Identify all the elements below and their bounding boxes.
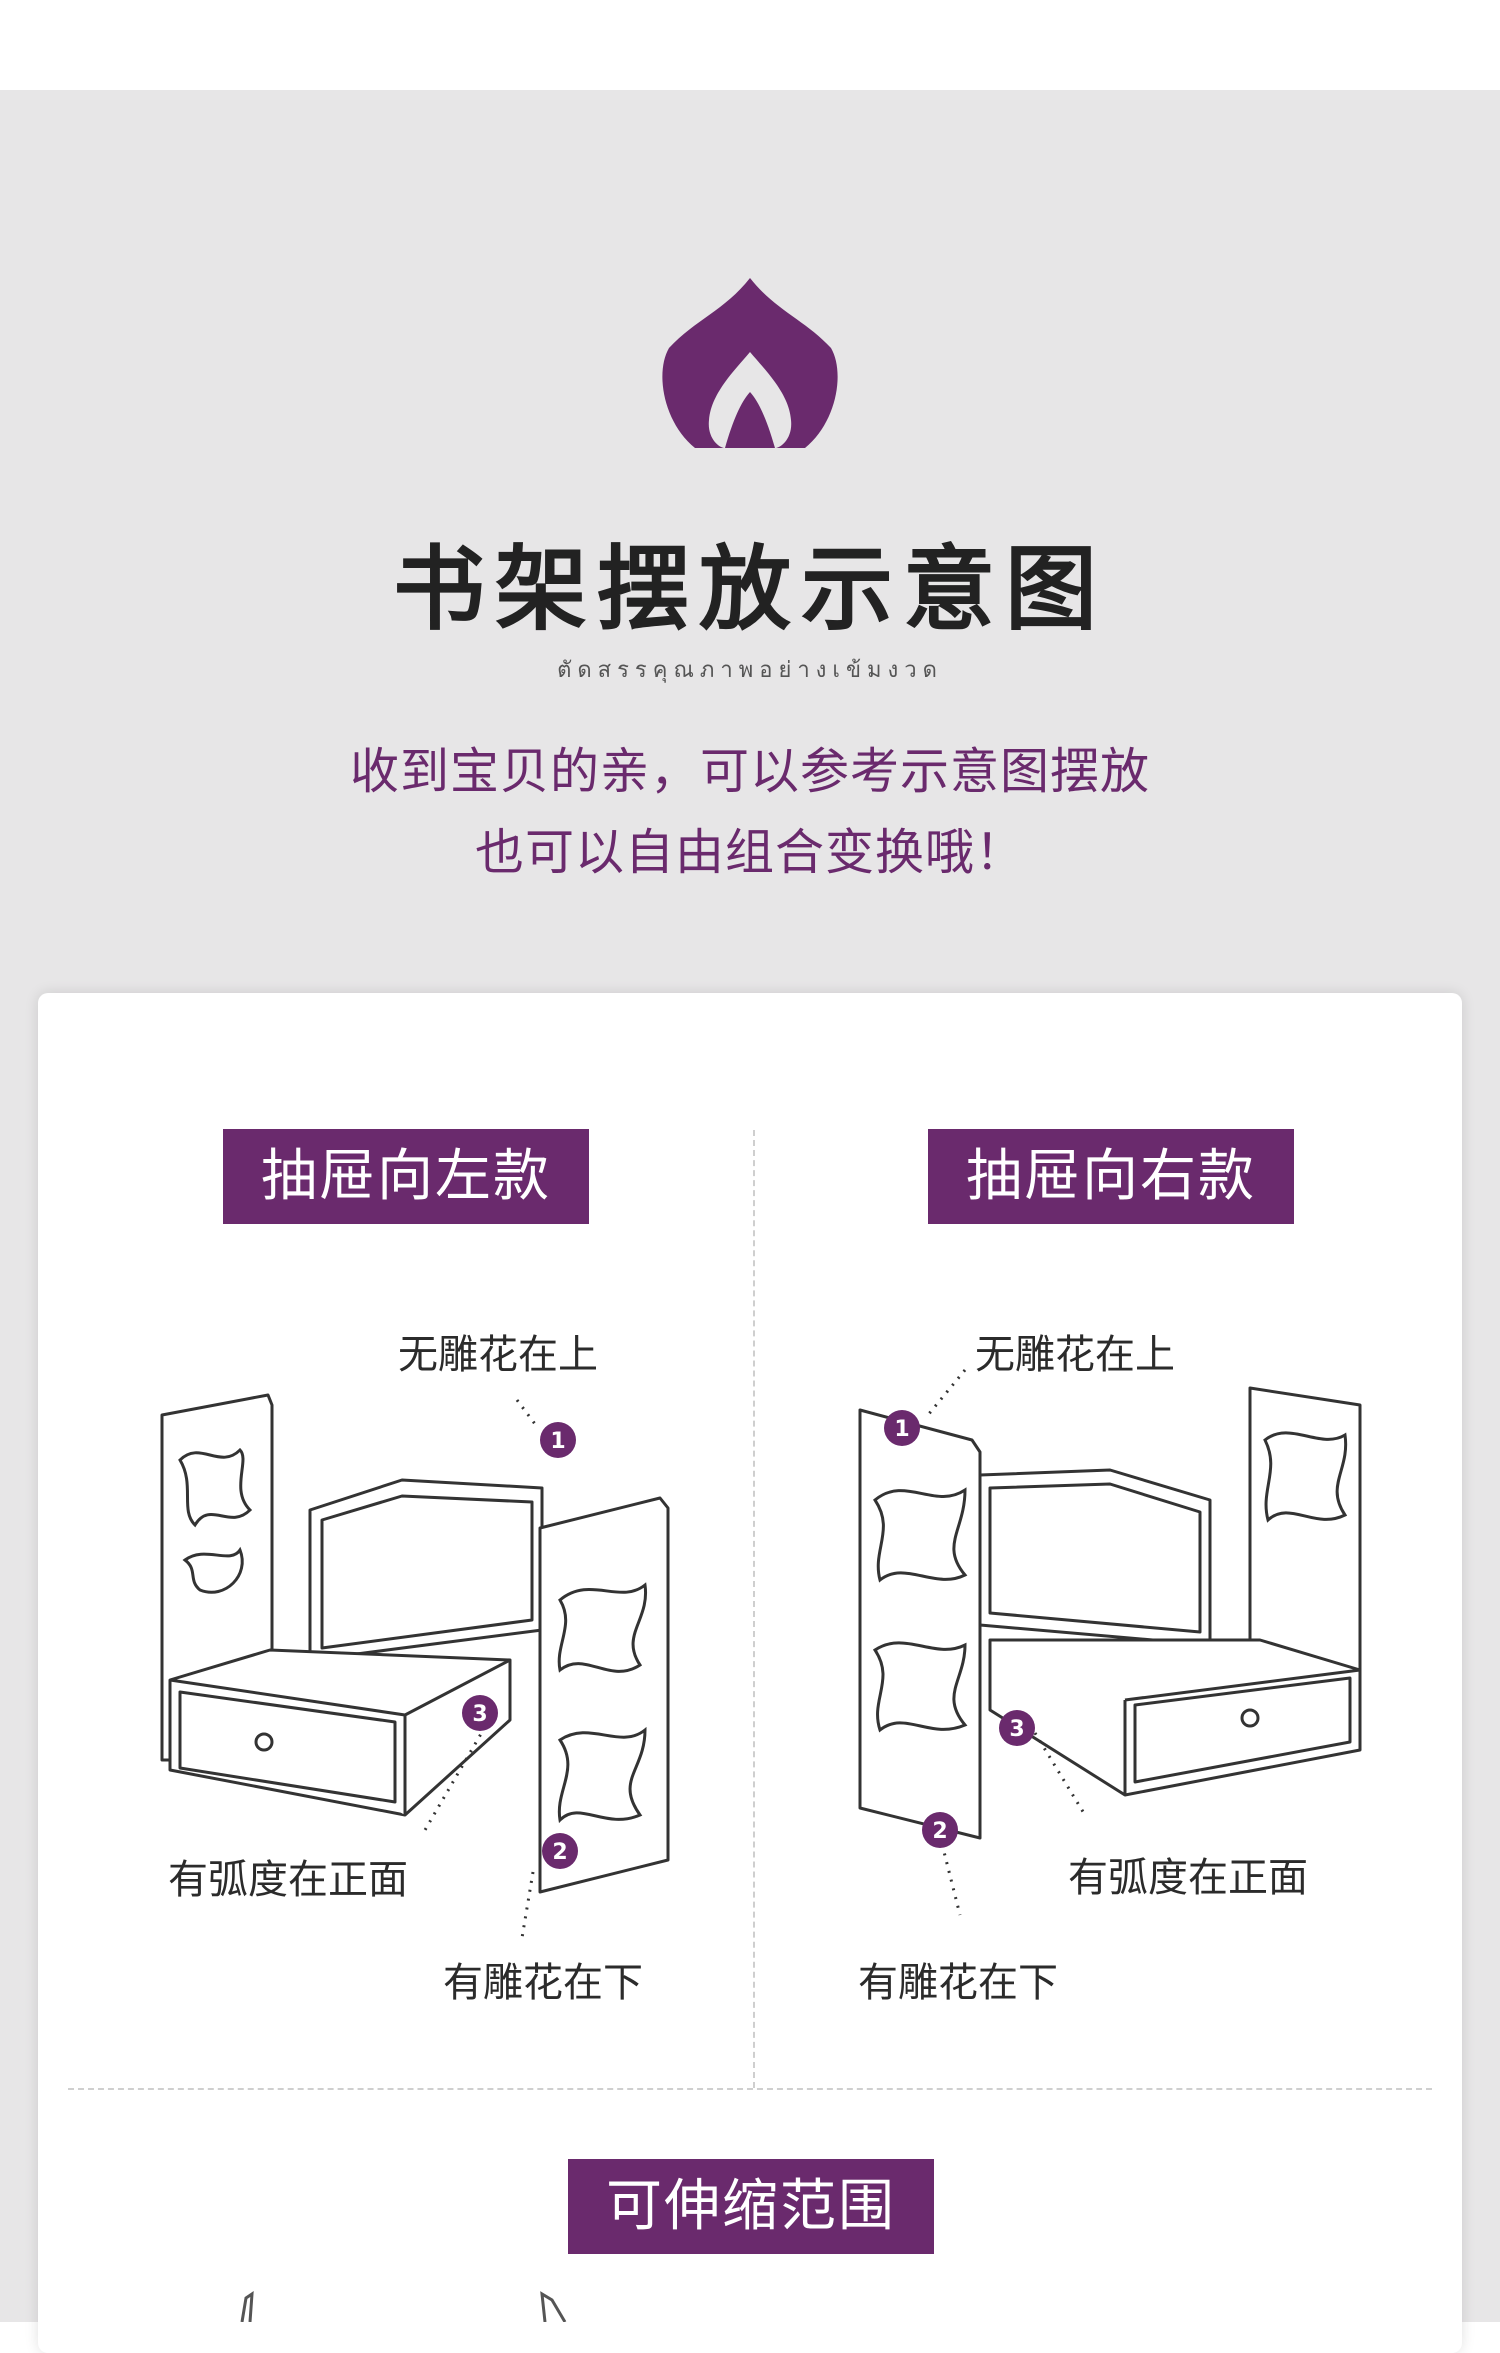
marker-1-label: 1 <box>550 1429 565 1454</box>
tag-drawer-left: 抽屉向左款 <box>223 1129 589 1224</box>
marker-1-icon <box>540 1422 576 1458</box>
marker-2-icon <box>542 1833 578 1869</box>
marker-3-icon <box>462 1695 498 1731</box>
callout-left-bottom: 有雕花在下 <box>443 1960 643 2006</box>
marker-3-label: 3 <box>1009 1717 1024 1742</box>
horizontal-divider <box>68 2088 1432 2090</box>
flame-logo-icon <box>662 278 838 448</box>
marker-3-icon <box>999 1710 1035 1746</box>
marker-3-label: 3 <box>472 1702 487 1727</box>
extendable-diagram-partial <box>240 2291 567 2322</box>
vertical-divider <box>753 1130 755 2088</box>
bookshelf-diagram-left: 1 3 2 <box>160 1393 670 1940</box>
callout-right-front: 有弧度在正面 <box>1068 1855 1308 1901</box>
page-title: 书架摆放示意图 <box>392 535 1107 643</box>
marker-2-label: 2 <box>552 1840 567 1865</box>
top-margin <box>0 0 1500 90</box>
marker-1-icon <box>884 1410 920 1446</box>
thai-subtitle: ตัดสรรคุณภาพอย่างเข้มงวด <box>557 658 943 683</box>
bookshelf-diagram-right: 1 3 2 <box>858 1369 1362 1916</box>
callout-right-top: 无雕花在上 <box>975 1332 1175 1378</box>
marker-2-icon <box>922 1812 958 1848</box>
callout-right-bottom: 有雕花在下 <box>858 1960 1058 2006</box>
intro-line-1: 收到宝贝的亲，可以参考示意图摆放 <box>349 743 1150 800</box>
callout-left-top: 无雕花在上 <box>398 1332 598 1378</box>
tag-extendable-range: 可伸缩范围 <box>568 2159 934 2254</box>
marker-2-label: 2 <box>932 1819 947 1844</box>
callout-left-front: 有弧度在正面 <box>168 1857 408 1903</box>
tag-drawer-right: 抽屉向右款 <box>928 1129 1294 1224</box>
marker-1-label: 1 <box>894 1417 909 1442</box>
intro-line-2: 也可以自由组合变换哦！ <box>474 824 1025 881</box>
